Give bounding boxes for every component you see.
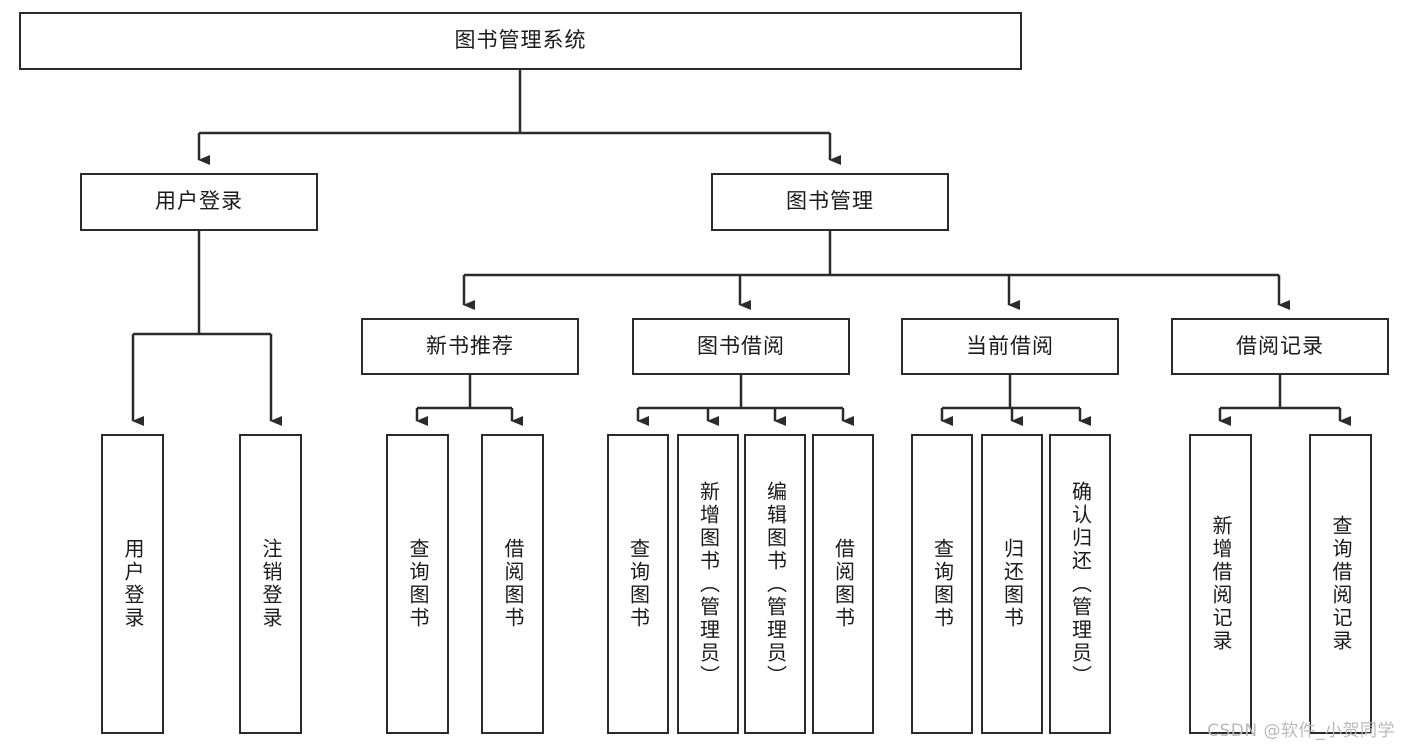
node-borrow-record-label: 借阅记录 (1236, 333, 1324, 358)
leaf-query-book-recommend[interactable]: 查询图书 (386, 434, 449, 734)
leaf-edit-book-admin[interactable]: 编辑图书（管理员） (744, 434, 806, 734)
leaf-borrow-book-recommend-label: 借阅图书 (501, 538, 525, 630)
node-current-borrow-label: 当前借阅 (966, 333, 1054, 358)
node-root[interactable]: 图书管理系统 (19, 12, 1022, 70)
node-book-management-label: 图书管理 (786, 189, 874, 214)
node-new-book-recommend[interactable]: 新书推荐 (361, 318, 579, 375)
leaf-query-book-current[interactable]: 查询图书 (911, 434, 973, 734)
node-root-label: 图书管理系统 (454, 28, 587, 53)
leaf-user-logout[interactable]: 注销登录 (239, 434, 302, 734)
leaf-borrow-book-label: 借阅图书 (831, 538, 856, 630)
leaf-add-borrow-record-label: 新增借阅记录 (1209, 515, 1233, 653)
node-book-borrow[interactable]: 图书借阅 (632, 318, 850, 375)
leaf-return-book[interactable]: 归还图书 (981, 434, 1043, 734)
leaf-add-borrow-record[interactable]: 新增借阅记录 (1189, 434, 1252, 734)
leaf-user-login[interactable]: 用户登录 (101, 434, 164, 734)
leaf-query-book-recommend-label: 查询图书 (406, 538, 430, 630)
csdn-watermark: CSDN @软件_小贺同学 (1207, 721, 1395, 741)
node-book-borrow-label: 图书借阅 (697, 333, 785, 358)
leaf-borrow-book-recommend[interactable]: 借阅图书 (481, 434, 544, 734)
leaf-edit-book-admin-label: 编辑图书（管理员） (763, 480, 788, 688)
leaf-query-book-borrow[interactable]: 查询图书 (607, 434, 669, 734)
leaf-confirm-return-admin[interactable]: 确认归还（管理员） (1049, 434, 1111, 734)
node-user-login[interactable]: 用户登录 (80, 173, 318, 231)
leaf-confirm-return-admin-label: 确认归还（管理员） (1068, 480, 1093, 688)
node-new-book-recommend-label: 新书推荐 (426, 333, 514, 358)
node-current-borrow[interactable]: 当前借阅 (901, 318, 1119, 375)
node-borrow-record[interactable]: 借阅记录 (1171, 318, 1389, 375)
leaf-add-book-admin-label: 新增图书（管理员） (696, 480, 721, 688)
leaf-add-book-admin[interactable]: 新增图书（管理员） (677, 434, 739, 734)
leaf-borrow-book[interactable]: 借阅图书 (812, 434, 874, 734)
node-user-login-label: 用户登录 (155, 189, 243, 214)
leaf-user-logout-label: 注销登录 (259, 538, 283, 630)
leaf-query-borrow-record[interactable]: 查询借阅记录 (1309, 434, 1372, 734)
leaf-query-book-current-label: 查询图书 (930, 538, 955, 630)
leaf-return-book-label: 归还图书 (1000, 538, 1025, 630)
leaf-query-book-borrow-label: 查询图书 (626, 538, 651, 630)
node-book-management[interactable]: 图书管理 (711, 173, 949, 231)
leaf-query-borrow-record-label: 查询借阅记录 (1329, 515, 1353, 653)
leaf-user-login-label: 用户登录 (121, 538, 145, 630)
